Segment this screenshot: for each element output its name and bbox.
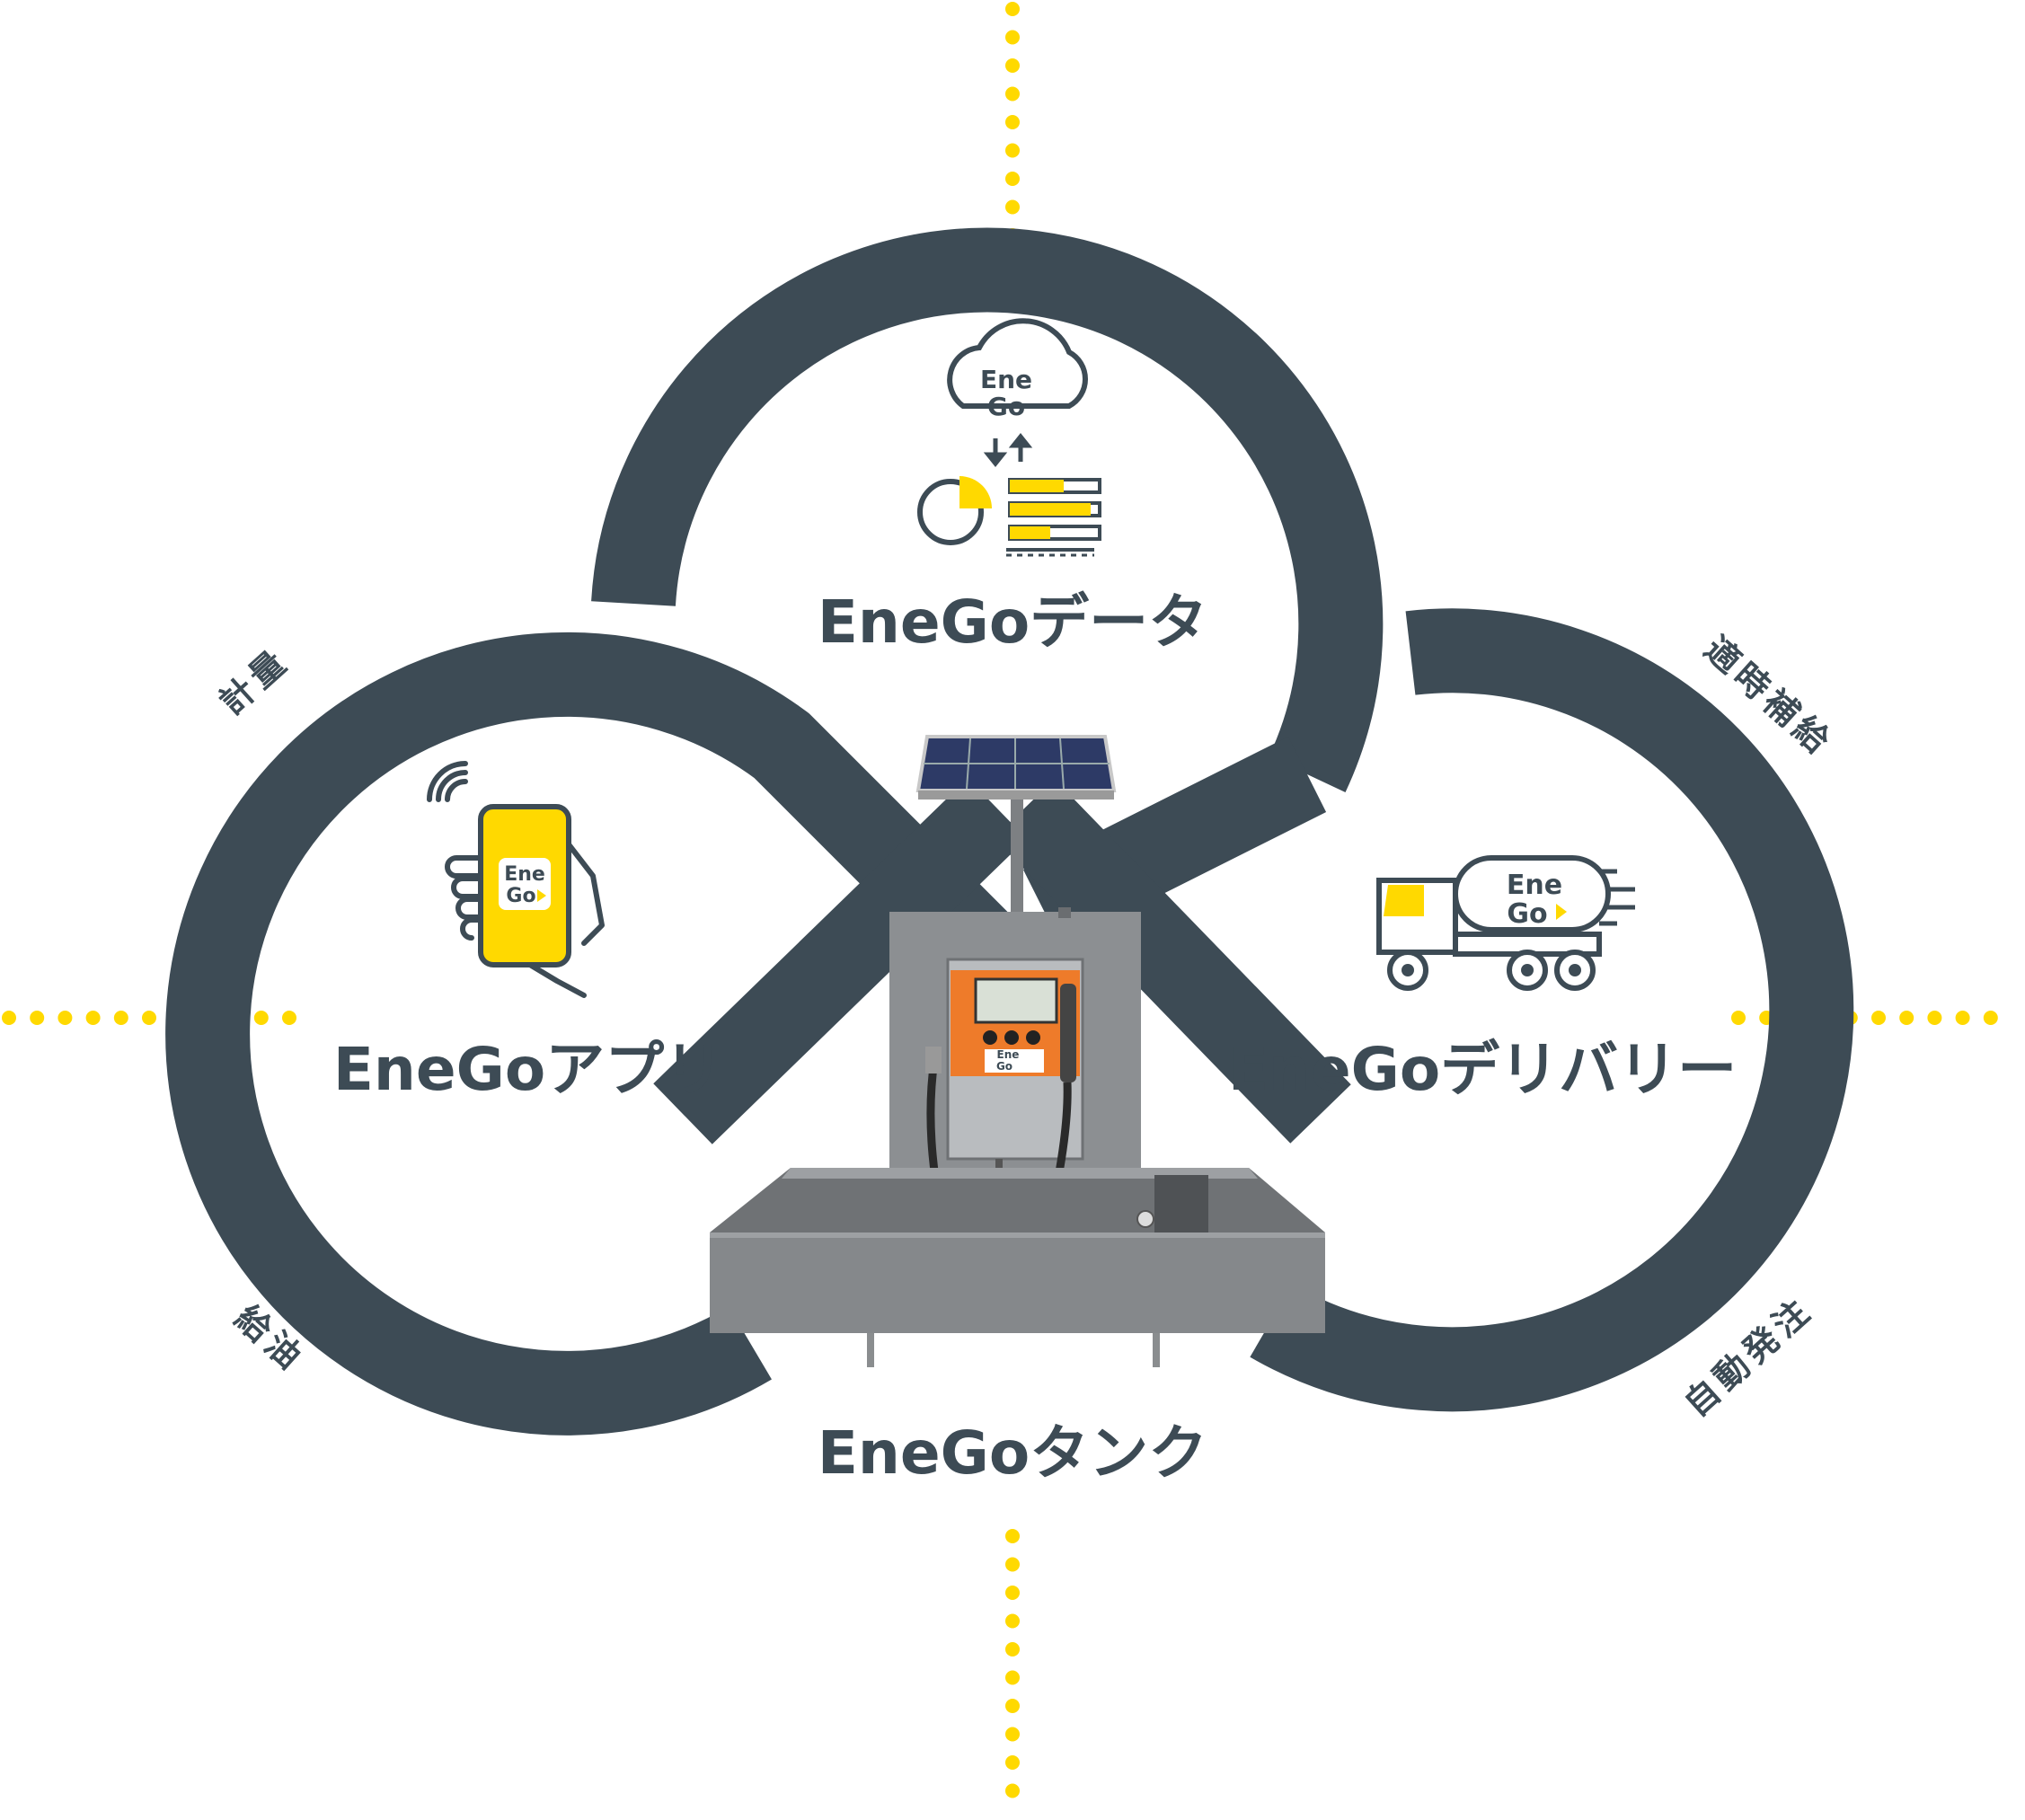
axis-dot-top [1005, 199, 1020, 215]
axis-dot-right [1927, 1011, 1942, 1025]
fuel-dispenser: Ene Go [925, 958, 1084, 1234]
axis-dot-left [30, 1011, 45, 1025]
app-logo-line2: Go [506, 885, 535, 907]
sync-arrows-icon [983, 432, 1033, 468]
axis-dot-top [1005, 115, 1020, 129]
play-arrow-icon [537, 889, 546, 902]
bar-chart-icon [1006, 478, 1101, 557]
axis-dot-left [282, 1011, 296, 1025]
axis-dot-left [142, 1011, 156, 1025]
ring-top [591, 227, 1384, 792]
data-node: Ene Go EneGoデータ [818, 318, 1207, 657]
axis-dot-left [113, 1011, 128, 1025]
axis-dot-bottom [1005, 1783, 1020, 1798]
axis-dot-bottom [1005, 1586, 1020, 1600]
axis-dot-right [1899, 1011, 1914, 1025]
axis-dot-bottom [1005, 1557, 1020, 1572]
axis-dot-top [1005, 143, 1020, 158]
axis-dot-left [57, 1011, 73, 1025]
cloud-logo-line1: Ene [980, 365, 1032, 394]
cloud-icon [947, 318, 1088, 409]
dispenser-logo-line1: Ene [997, 1048, 1020, 1061]
axis-dot-bottom [1005, 1613, 1020, 1629]
axis-dot-right [1955, 1011, 1970, 1025]
cloud-logo-line2: Go [987, 392, 1025, 421]
app-title: EneGoアプリ [333, 1035, 723, 1104]
truck-logo-line1: Ene [1507, 870, 1562, 901]
tank-title: EneGoタンク [818, 1418, 1207, 1488]
wifi-signal-icon [427, 761, 468, 802]
truck-logo-line2: Go [1507, 898, 1547, 930]
dispenser-logo-line2: Go [996, 1060, 1012, 1073]
axis-dot-bottom [1005, 1755, 1020, 1770]
label-measure: 計量 [212, 641, 297, 723]
pie-chart-icon [917, 476, 992, 545]
axis-dot-bottom [1005, 1670, 1020, 1685]
delivery-node: Ene Go EneGoデリバリー [1228, 855, 1737, 1104]
solar-panel [915, 735, 1117, 912]
axis-dot-right [1871, 1011, 1886, 1025]
axis-dot-left [2, 1011, 16, 1025]
axis-dot-right [1983, 1011, 1998, 1025]
axis-dot-bottom [1005, 1727, 1020, 1742]
fuel-tank-illustration: Ene Go [710, 735, 1325, 1367]
axis-dot-left [85, 1011, 101, 1025]
axis-dot-top [1005, 172, 1020, 186]
axis-dot-bottom [1005, 1699, 1020, 1713]
axis-dot-left [253, 1011, 269, 1025]
data-title: EneGoデータ [818, 588, 1207, 657]
ring-left [165, 632, 1019, 1436]
axis-dot-bottom [1005, 1642, 1020, 1657]
delivery-title: EneGoデリバリー [1228, 1035, 1737, 1104]
axis-dot-top [1005, 2, 1020, 16]
axis-dot-top [1005, 58, 1020, 73]
app-logo-line1: Ene [504, 863, 545, 886]
ring-center-cross [653, 778, 1351, 1144]
tank-truck-icon [1376, 855, 1635, 991]
axis-dot-bottom [1005, 1529, 1020, 1543]
axis-dot-top [1005, 86, 1020, 102]
tank-tray [710, 1168, 1325, 1367]
app-node: Ene Go EneGoアプリ [333, 761, 723, 1104]
axis-dot-right [1731, 1011, 1746, 1025]
hand-icon [445, 842, 605, 998]
axis-dot-top [1005, 30, 1020, 45]
